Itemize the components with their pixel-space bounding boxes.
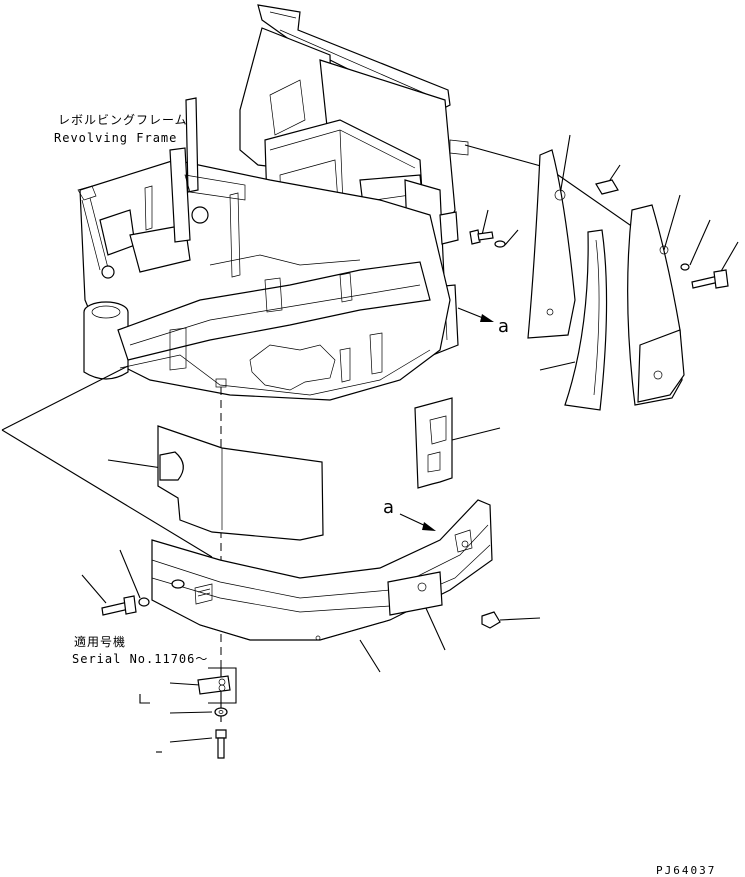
side-plate (414, 397, 453, 489)
callout-a-lower: a (383, 497, 394, 518)
serial-label-jp: 適用号機 (74, 634, 126, 649)
counterweight (151, 499, 493, 641)
arrow-a-lower (399, 513, 436, 531)
counterweight-bolt (101, 595, 150, 616)
frame-label-jp: レボルビングフレーム (58, 113, 188, 127)
drawing-code: PJ64037 (656, 864, 716, 877)
counterweight-nut (481, 611, 501, 629)
serial-parts (197, 675, 231, 759)
upper-left-bolt (469, 229, 506, 248)
frame-label-en: Revolving Frame (54, 131, 177, 145)
inner-liner (157, 425, 324, 541)
rubber-pad (595, 179, 619, 195)
serial-label-en: Serial No.11706～ (72, 652, 208, 666)
side-cover-middle (564, 229, 608, 411)
side-cover-right (627, 204, 685, 406)
revolving-frame (77, 4, 469, 401)
side-cover-left (527, 149, 576, 339)
callout-a-upper: a (498, 316, 509, 337)
leader-lines (1, 134, 739, 753)
upper-right-bolt (680, 263, 729, 289)
swing-opening (249, 344, 336, 391)
arrow-a-upper (457, 307, 494, 322)
counterweight-recess (387, 571, 443, 616)
